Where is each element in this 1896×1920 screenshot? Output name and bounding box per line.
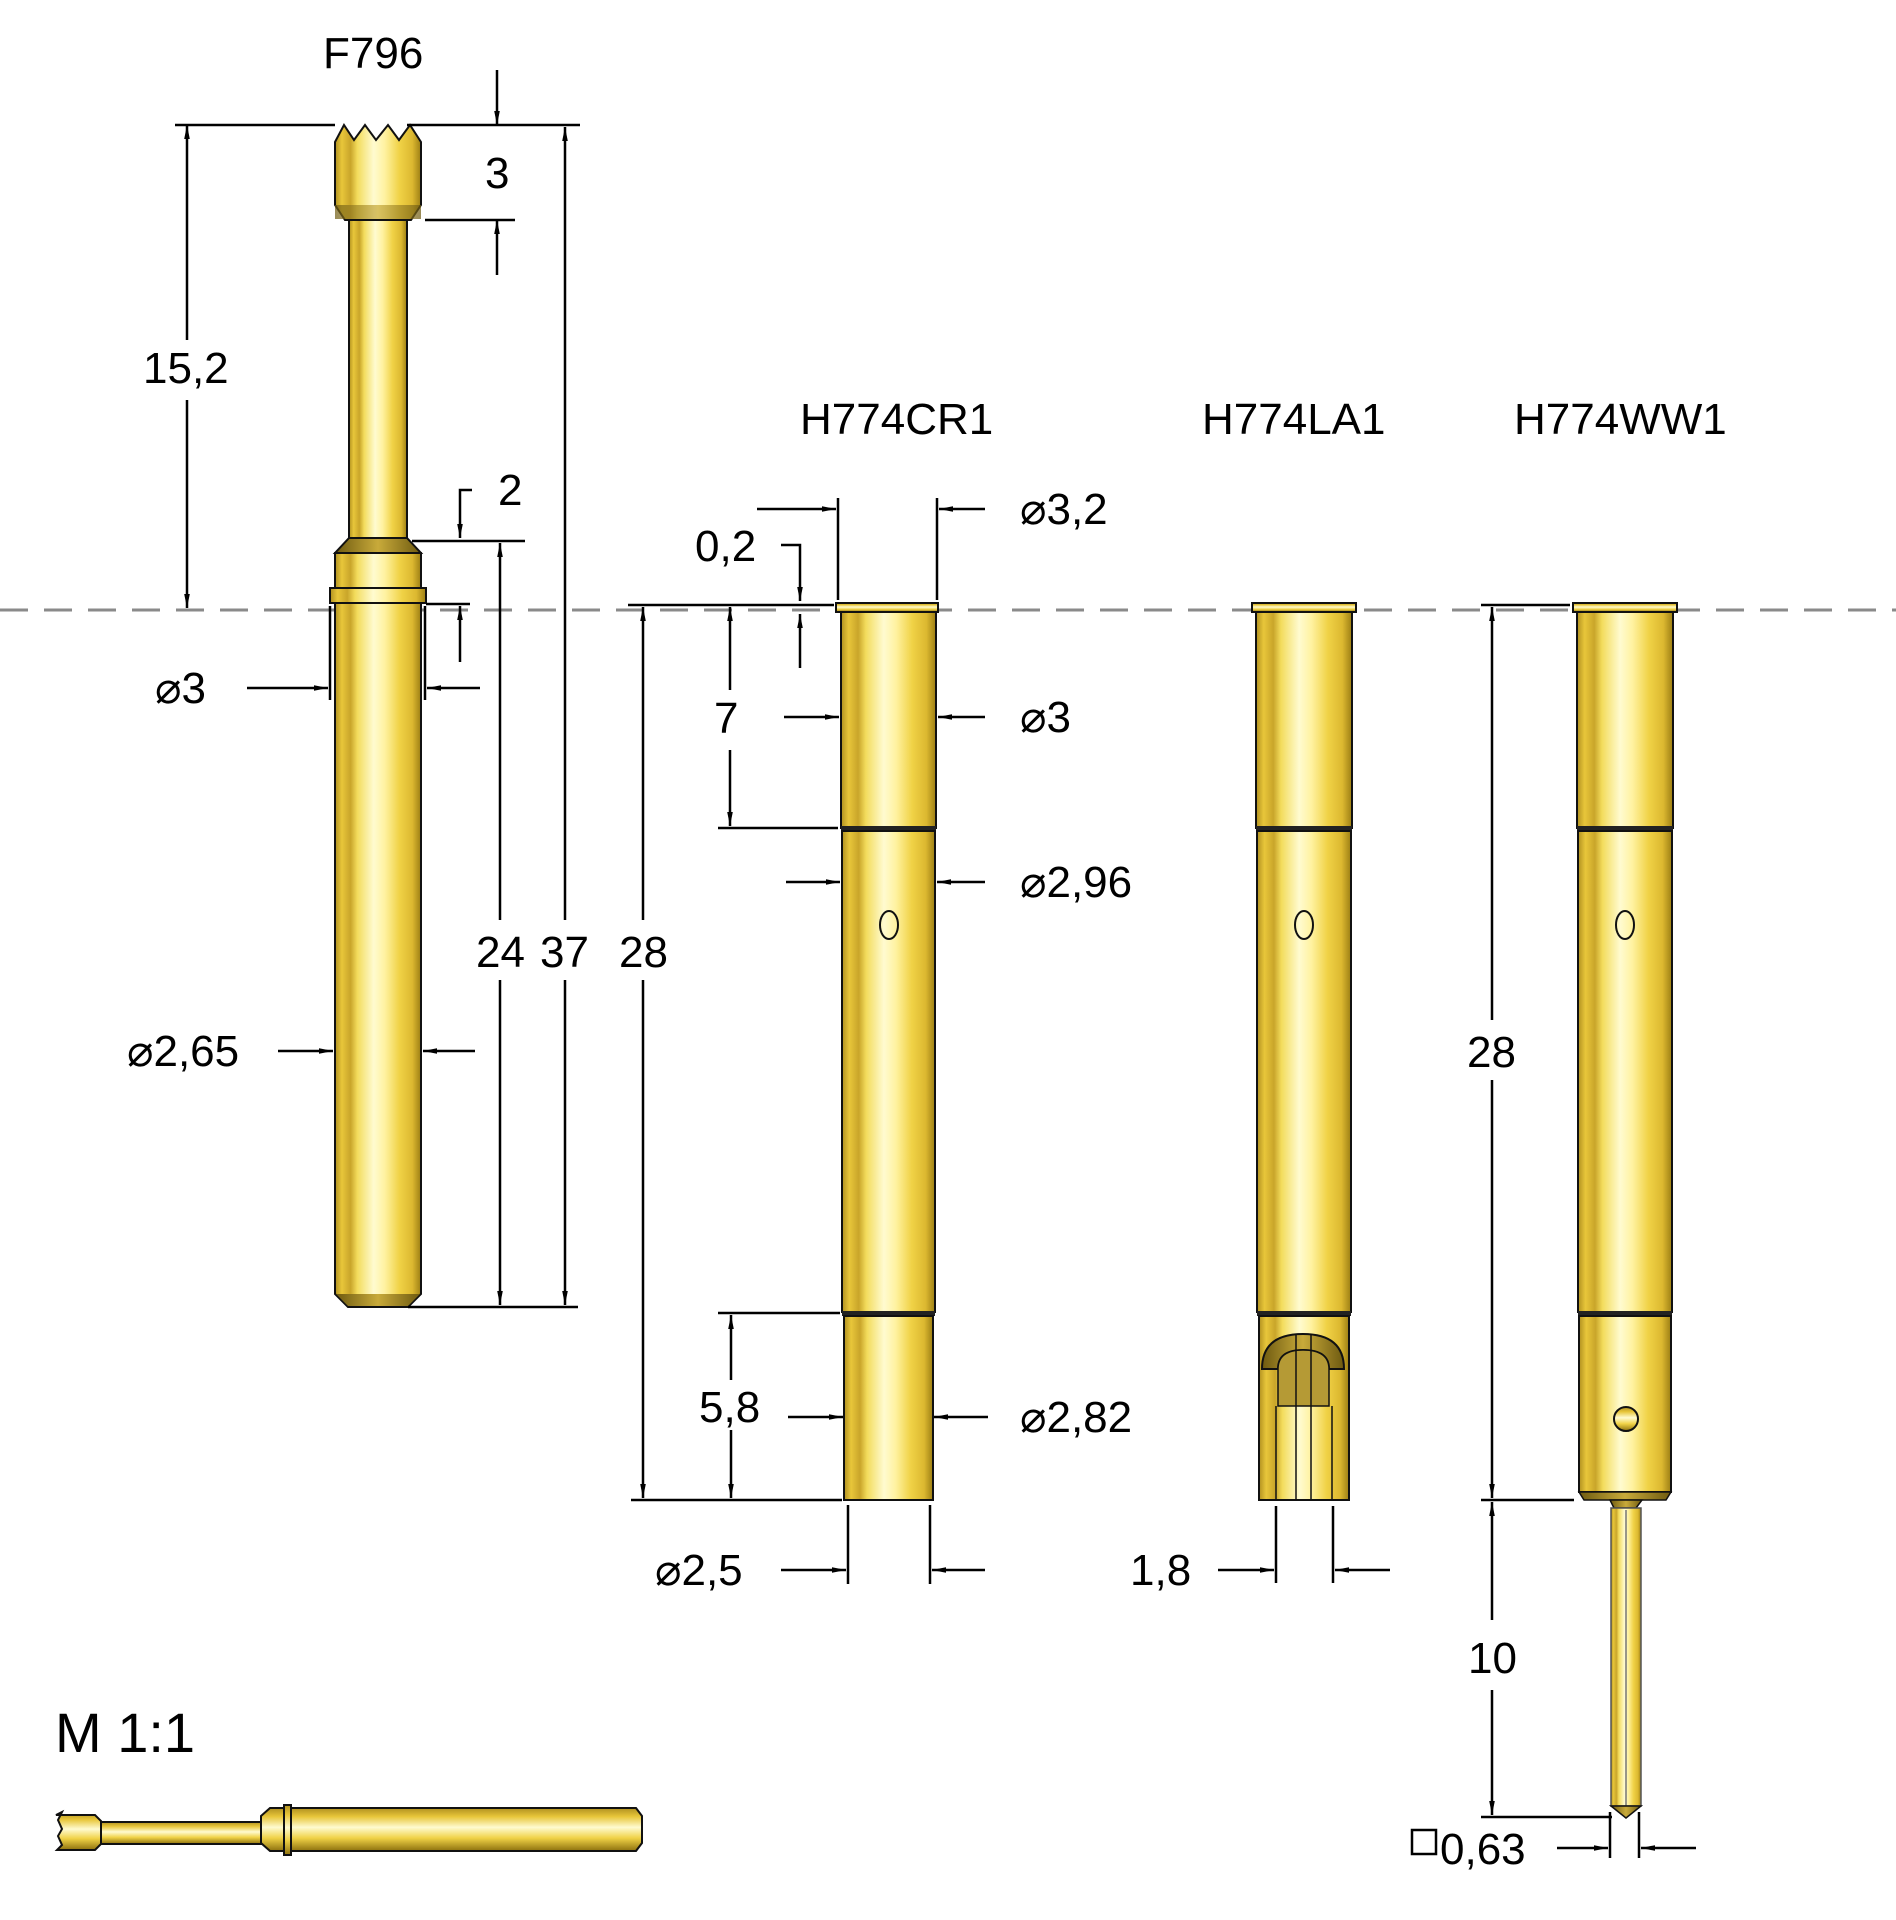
ww1-band-1 <box>1577 826 1673 831</box>
la1-band-2 <box>1257 1311 1351 1316</box>
ww1-upper-body <box>1576 611 1674 829</box>
cr1-lower-body <box>843 1315 934 1501</box>
f796-crown-chamfer <box>335 205 421 219</box>
ww1-vent-hole <box>1615 910 1635 940</box>
scale-probe-barrel <box>260 1807 643 1852</box>
dim-f796-tip: 3 <box>485 149 509 198</box>
ww1-crimp-dimple <box>1613 1406 1639 1432</box>
la1-mid-body <box>1256 830 1352 1313</box>
la1-vent-hole <box>1294 910 1314 940</box>
square-symbol-icon <box>1410 1828 1438 1856</box>
ww1-lower-body <box>1578 1315 1672 1493</box>
la1-flange <box>1251 602 1357 613</box>
f796-collar <box>329 587 427 604</box>
scale-label: M 1:1 <box>55 1701 195 1764</box>
scale-probe-crown <box>54 1809 102 1851</box>
dim-cr1-dia3: ⌀3 <box>1020 693 1071 742</box>
cr1-mid-body <box>841 830 936 1313</box>
part-title-h774la1: H774LA1 <box>1202 395 1385 444</box>
la1-band-1 <box>1256 826 1352 831</box>
ww1-flange <box>1572 602 1678 613</box>
part-title-h774ww1: H774WW1 <box>1514 395 1727 444</box>
part-f796: F796 3 15,2 2 ⌀3 <box>127 29 589 1309</box>
dim-f796-plunger: 15,2 <box>143 344 229 393</box>
ww1-pin-tip <box>1608 1805 1644 1819</box>
part-h774ww1: H774WW1 28 10 0,63 <box>1410 395 1727 1874</box>
dim-f796-dia3: ⌀3 <box>155 664 206 713</box>
dim-cr1-total: 28 <box>619 928 668 977</box>
ww1-band-2 <box>1578 1311 1672 1316</box>
dim-cr1-flange: 0,2 <box>695 522 756 571</box>
dim-cr1-dia282: ⌀2,82 <box>1020 1393 1132 1442</box>
ww1-pin-collar <box>1608 1499 1644 1509</box>
f796-barrel-chamfer <box>336 1294 420 1306</box>
ww1-mid-body <box>1577 830 1673 1313</box>
f796-taper <box>332 537 424 554</box>
dim-f796-body: 24 <box>476 928 525 977</box>
scale-probe-collar <box>283 1804 292 1856</box>
dim-cr1-dia32: ⌀3,2 <box>1020 485 1108 534</box>
dim-ww1-square: 0,63 <box>1440 1825 1526 1874</box>
f796-plunger-shaft <box>348 219 408 541</box>
f796-barrel-upper <box>334 552 422 589</box>
cr1-band-1 <box>841 826 936 831</box>
f796-barrel <box>334 602 422 1308</box>
dim-ww1-body: 28 <box>1467 1028 1516 1077</box>
dim-cr1-dia296: ⌀2,96 <box>1020 858 1132 907</box>
scale-probe-plunger <box>100 1821 262 1845</box>
cr1-upper-body <box>840 611 937 829</box>
dim-f796-collar: 2 <box>498 466 522 515</box>
part-title-h774cr1: H774CR1 <box>800 395 993 444</box>
cr1-band-2 <box>842 1311 935 1316</box>
dim-la1-cup: 1,8 <box>1130 1546 1191 1595</box>
dim-f796-total: 37 <box>540 928 589 977</box>
dim-ww1-pin: 10 <box>1468 1634 1517 1683</box>
dim-cr1-dia25: ⌀2,5 <box>655 1546 743 1595</box>
scale-view: M 1:1 <box>54 1701 643 1856</box>
part-h774cr1: H774CR1 ⌀3,2 0,2 7 ⌀3 ⌀2,96 <box>619 395 1132 1595</box>
part-h774la1: H774LA1 1,8 <box>1130 395 1390 1595</box>
dim-cr1-lower-length: 5,8 <box>699 1383 760 1432</box>
part-title-f796: F796 <box>323 29 423 78</box>
dim-cr1-upper-length: 7 <box>714 694 738 743</box>
ww1-base-chamfer <box>1577 1491 1673 1501</box>
cr1-vent-hole <box>879 910 899 940</box>
dim-f796-dia265: ⌀2,65 <box>127 1027 239 1076</box>
la1-upper-body <box>1255 611 1353 829</box>
la1-cup-cavity <box>1277 1349 1330 1407</box>
cr1-flange <box>835 602 939 613</box>
